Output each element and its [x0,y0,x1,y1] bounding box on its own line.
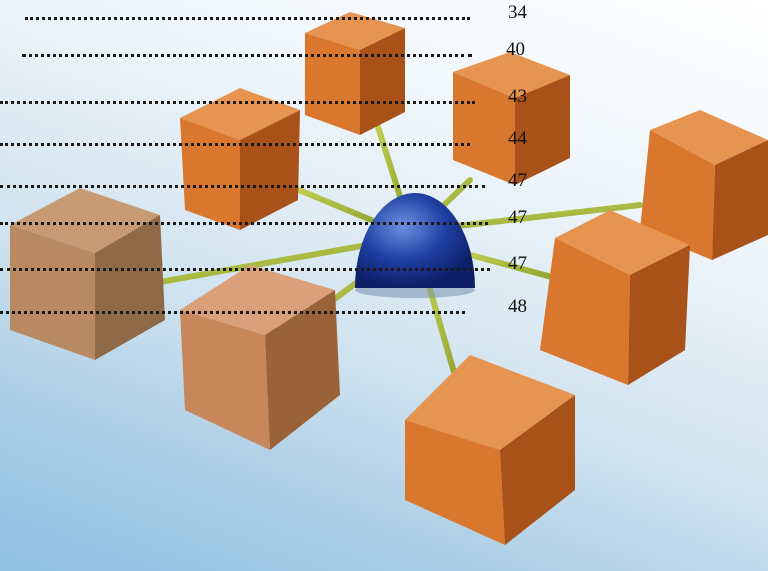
toc-line-2: 40 [0,37,768,63]
cube-top [305,12,405,135]
page-number: 43 [508,86,527,107]
toc-line-6: 47 [0,205,768,231]
page-number: 40 [506,39,525,60]
leader-dots [0,311,465,314]
leader-dots [0,268,490,271]
leader-dots [0,185,485,188]
cube-mid-right [540,210,690,385]
toc-line-8: 48 [0,294,768,320]
page-number: 47 [508,170,527,191]
cube-bottom [405,355,575,545]
toc-line-7: 47 [0,251,768,277]
cube-left [10,188,165,360]
cube-right [640,110,768,260]
leader-dots [0,101,475,104]
toc-line-3: 43 [0,84,768,110]
page-number: 44 [508,128,527,149]
toc-line-4: 44 [0,126,768,152]
toc-line-1: 34 [0,0,768,26]
page-number: 47 [508,207,527,228]
toc-line-5: 47 [0,168,768,194]
leader-dots [25,17,470,20]
leader-dots [0,222,488,225]
page-number: 48 [508,296,527,317]
page-number: 47 [508,253,527,274]
connector-left [157,237,398,285]
hub-sphere [355,193,475,298]
cube-lower-left [180,265,340,450]
leader-dots [0,143,470,146]
cube-top-right [453,52,570,185]
page-number: 34 [508,2,527,23]
leader-dots [22,54,472,57]
